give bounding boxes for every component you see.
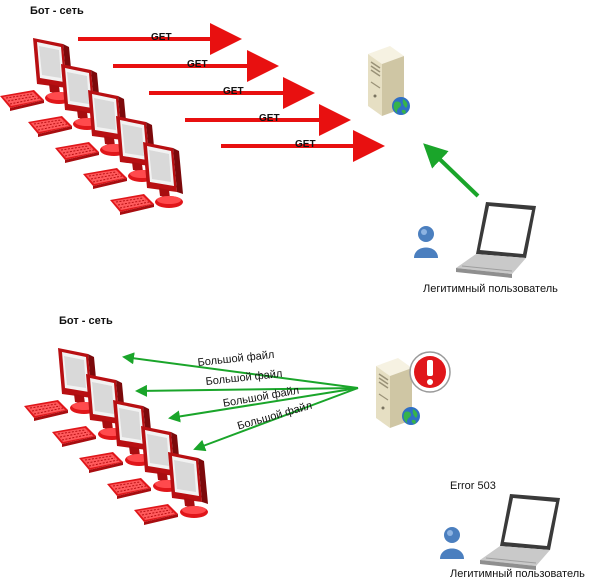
- bot-computer-icon: [168, 452, 208, 518]
- bottom-bot-network: [23, 348, 208, 526]
- warning-icon: [409, 351, 451, 393]
- bot-computer-icon: [143, 142, 183, 208]
- get-label: GET: [259, 113, 280, 124]
- response-arrow: [135, 384, 359, 397]
- get-label: GET: [223, 86, 244, 97]
- top-server-icon: [367, 45, 410, 117]
- bot-keyboard-icon: [82, 167, 128, 190]
- get-label: GET: [187, 59, 208, 70]
- large-file-response-arrows: [122, 352, 359, 452]
- get-label: GET: [295, 139, 316, 150]
- top-user-icon: [414, 226, 438, 258]
- bot-keyboard-icon: [0, 89, 45, 112]
- get-label: GET: [151, 32, 172, 43]
- response-arrow: [193, 387, 359, 452]
- response-arrow: [168, 387, 359, 423]
- bot-keyboard-icon: [54, 141, 100, 164]
- bot-keyboard-icon: [109, 193, 155, 216]
- bot-keyboard-icon: [106, 477, 152, 500]
- bottom-botnet-label: Бот - сеть: [59, 315, 113, 327]
- top-laptop-icon: [455, 201, 537, 279]
- get-request-arrows: [78, 23, 385, 162]
- bot-keyboard-icon: [23, 399, 69, 422]
- bottom-user-label: Легитимный пользователь: [450, 568, 585, 580]
- legit-request-arrow: [423, 143, 480, 198]
- bot-keyboard-icon: [133, 503, 179, 526]
- top-user-label: Легитимный пользователь: [423, 283, 558, 295]
- bot-keyboard-icon: [78, 451, 124, 474]
- response-arrow: [122, 352, 359, 389]
- bot-keyboard-icon: [51, 425, 97, 448]
- bot-keyboard-icon: [27, 115, 73, 138]
- bottom-laptop-icon: [479, 493, 561, 571]
- bottom-user-icon: [440, 527, 464, 559]
- top-botnet-label: Бот - сеть: [30, 5, 84, 17]
- error-503-label: Error 503: [450, 480, 496, 492]
